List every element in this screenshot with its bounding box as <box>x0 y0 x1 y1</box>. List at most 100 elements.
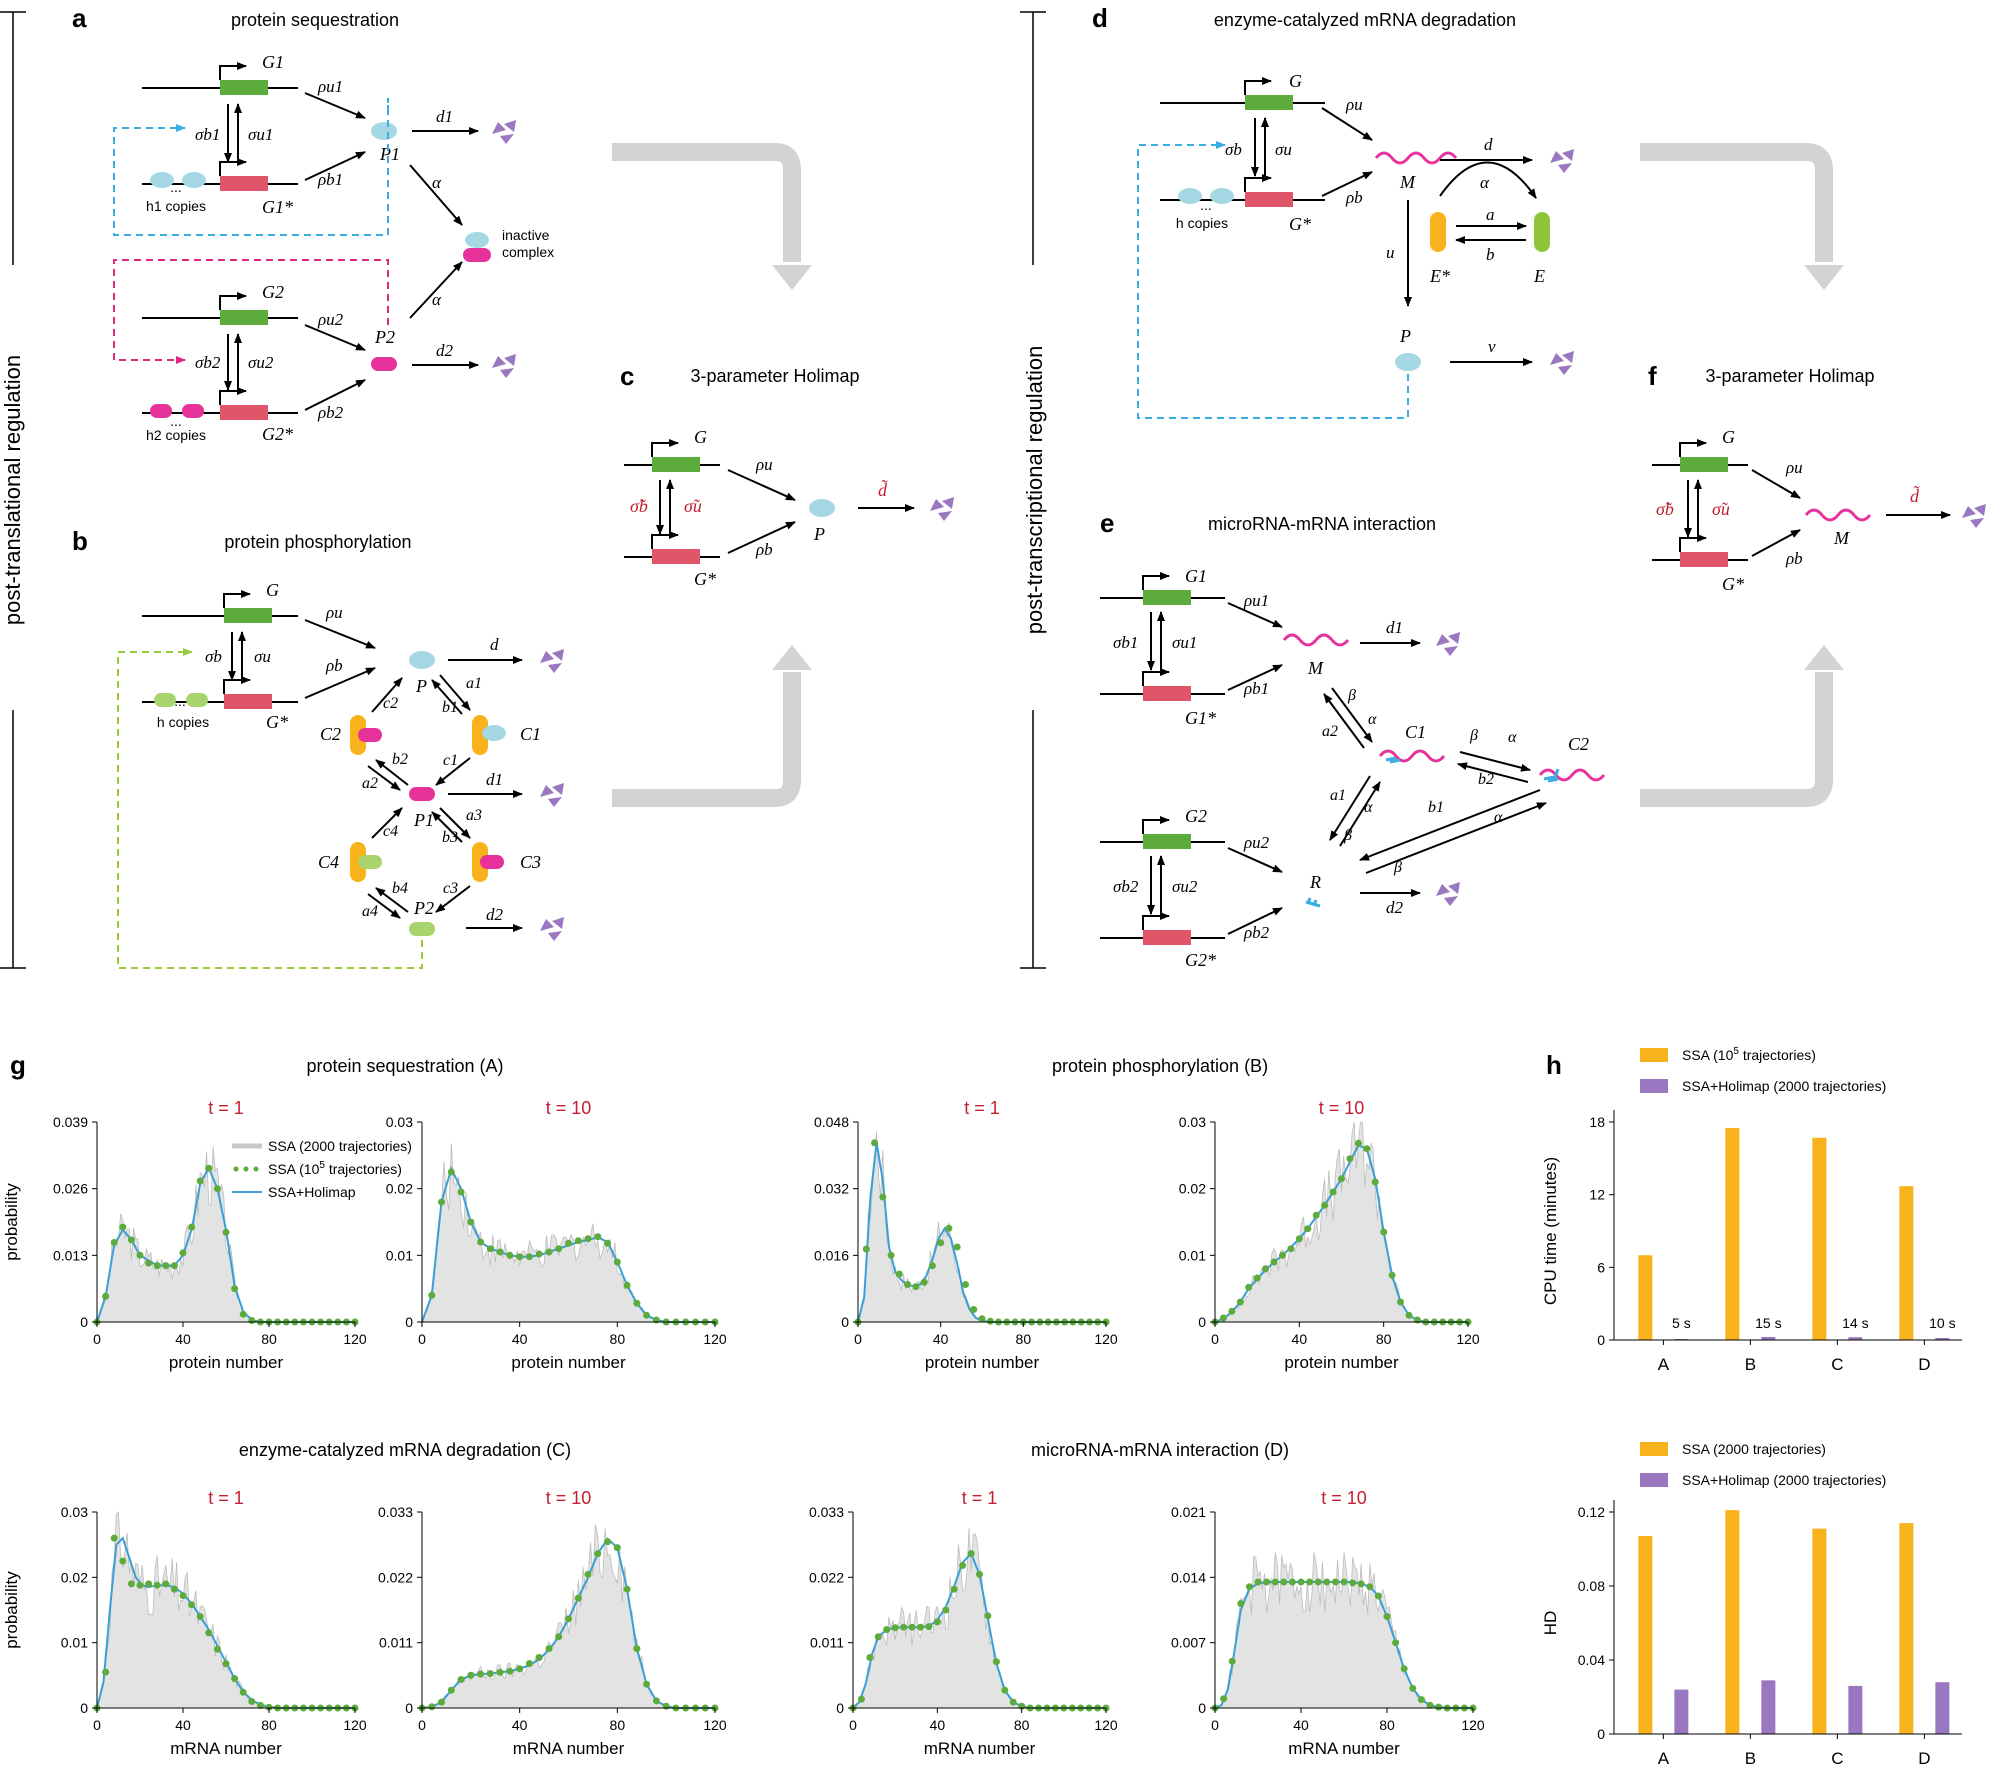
x-axis-label: protein number <box>1284 1353 1399 1372</box>
ssa-point <box>613 1544 621 1552</box>
y-tick-label: 0.011 <box>810 1635 844 1651</box>
svg-text:ρu2: ρu2 <box>1243 833 1270 852</box>
svg-text:ρb: ρb <box>755 540 773 559</box>
ssa-point <box>127 1236 135 1244</box>
title-b: protein phosphorylation <box>224 532 411 552</box>
svg-text:P: P <box>1399 326 1411 346</box>
ssa-point <box>950 1585 958 1593</box>
ssa-point <box>613 1258 621 1266</box>
x-tick-label: 0 <box>1211 1331 1219 1347</box>
ssa-point <box>887 1251 895 1259</box>
ssa-point <box>976 1570 983 1578</box>
svg-text:E: E <box>1533 266 1545 286</box>
title-gC: enzyme-catalyzed mRNA degradation (C) <box>239 1440 571 1460</box>
ssa-point <box>1346 1155 1354 1163</box>
ssa-point <box>1220 1695 1228 1703</box>
y-tick-label: 0.021 <box>1171 1504 1206 1520</box>
svg-text:...: ... <box>1200 197 1212 213</box>
panel-letter-a: a <box>72 3 87 33</box>
ssa-point <box>231 1675 239 1683</box>
svg-text:α: α <box>1508 729 1517 746</box>
y-tick-label: 0.014 <box>1171 1569 1206 1585</box>
histogram-area <box>96 1510 355 1709</box>
ssa-point <box>1001 1686 1009 1694</box>
svg-text:ρu2: ρu2 <box>317 310 344 329</box>
chart-title: t = 1 <box>208 1488 244 1508</box>
x-tick-label: 40 <box>512 1717 528 1733</box>
ssa-point <box>1263 1578 1271 1586</box>
y-tick-label: 0.03 <box>61 1504 88 1520</box>
x-tick-label: 80 <box>1014 1717 1030 1733</box>
x-tick-label: C <box>1831 1749 1843 1768</box>
ssa-point <box>1357 1580 1365 1588</box>
bar-holimap <box>1848 1685 1863 1734</box>
svg-text:G*: G* <box>1289 214 1311 234</box>
bar-ssa <box>1725 1128 1740 1340</box>
svg-text:h2 copies: h2 copies <box>146 427 206 443</box>
svg-text:d̃: d̃ <box>1910 485 1920 506</box>
title-gD: microRNA-mRNA interaction (D) <box>1031 1440 1289 1460</box>
y-tick-label: 0 <box>405 1314 413 1330</box>
ssa-point <box>179 1249 187 1257</box>
histogram-area <box>1214 1552 1473 1709</box>
svg-text:a2: a2 <box>362 775 378 792</box>
ssa-point <box>1321 1201 1329 1209</box>
ssa-point <box>857 1695 865 1703</box>
left-bracket: post-translational regulation <box>0 11 26 969</box>
ssa-point <box>604 1239 612 1247</box>
ssa-point <box>594 1550 602 1558</box>
svg-text:G1: G1 <box>1185 566 1207 586</box>
svg-text:G2*: G2* <box>1185 950 1216 970</box>
ssa-point <box>565 1615 572 1623</box>
svg-text:v: v <box>1488 337 1496 356</box>
ssa-point <box>984 1612 992 1620</box>
ssa-point <box>162 1262 170 1270</box>
side-label-right: post-transcriptional regulation <box>1022 346 1047 635</box>
ssa-point <box>883 1626 891 1634</box>
chart-title: t = 1 <box>208 1098 244 1118</box>
y-tick-label: 0 <box>841 1314 849 1330</box>
x-tick-label: 0 <box>854 1331 862 1347</box>
x-tick-label: 0 <box>418 1717 426 1733</box>
x-tick-label: 0 <box>1211 1717 1219 1733</box>
ssa-point <box>594 1233 602 1241</box>
histogram-area <box>852 1528 1106 1709</box>
ssa-point <box>986 1317 994 1325</box>
svg-text:G*: G* <box>266 712 288 732</box>
ssa-point <box>1288 1578 1296 1586</box>
svg-text:a2: a2 <box>1322 723 1338 740</box>
ssa-point <box>256 1701 264 1709</box>
svg-text:d: d <box>490 635 499 654</box>
x-tick-label: 120 <box>1094 1717 1118 1733</box>
ssa-point <box>170 1262 178 1270</box>
x-tick-label: 0 <box>418 1331 426 1347</box>
svg-text:C4: C4 <box>318 852 339 872</box>
ssa-point <box>457 1676 465 1683</box>
svg-text:SSA (105 trajectories): SSA (105 trajectories) <box>1682 1046 1816 1063</box>
ssa-point <box>1380 1228 1388 1236</box>
x-tick-label: 80 <box>1379 1717 1395 1733</box>
svg-text:C2: C2 <box>1568 734 1589 754</box>
svg-text:C1: C1 <box>520 724 541 744</box>
ssa-point <box>862 1245 870 1253</box>
ssa-point <box>1331 1578 1339 1586</box>
histogram-area <box>857 1131 1106 1323</box>
ssa-point <box>1237 1600 1245 1607</box>
ssa-point <box>1236 1298 1244 1306</box>
svg-text:d2: d2 <box>436 341 454 360</box>
ssa-point <box>188 1601 196 1609</box>
gray-arrows <box>612 143 1833 807</box>
panel-f: f 3-parameter Holimap G G* σ̃b σ̃u ρu ρb… <box>1648 361 1986 594</box>
histogram-area <box>1214 1121 1468 1323</box>
ssa-point <box>535 1250 543 1258</box>
x-tick-label: 80 <box>261 1331 277 1347</box>
bar-holimap <box>1674 1338 1689 1340</box>
svg-text:b4: b4 <box>392 880 408 897</box>
ssa-point <box>170 1585 178 1593</box>
y-tick-label: 0.04 <box>1578 1652 1605 1668</box>
svg-text:G: G <box>1289 71 1302 91</box>
